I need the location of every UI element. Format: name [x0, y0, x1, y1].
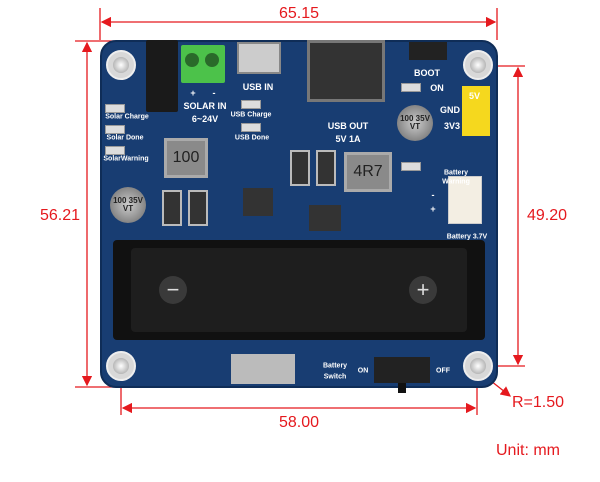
pin-header — [462, 86, 490, 136]
label-usb-out: USB OUT — [327, 121, 369, 131]
label-solar-voltage: 6~24V — [191, 114, 219, 124]
label-solar-warning: SolarWarning — [103, 155, 149, 163]
led — [105, 125, 125, 134]
label-solar-charge: Solar Charge — [105, 113, 149, 121]
inductor: 100 — [164, 138, 208, 178]
solar-terminal-block — [181, 45, 225, 83]
label-usb-out-rating: 5V 1A — [335, 134, 361, 144]
label-battery-switch: Battery — [322, 362, 348, 370]
battery-level-leds — [231, 354, 295, 384]
hole-spacing-vertical: 49.20 — [526, 207, 568, 224]
height-dimension: 56.21 — [39, 207, 81, 224]
corner-radius: R=1.50 — [511, 394, 565, 411]
battery-switch — [374, 357, 430, 383]
capacitor: 100 35V VT — [397, 105, 433, 141]
led — [105, 104, 125, 113]
hole-spacing-horizontal: 58.00 — [278, 414, 320, 431]
usb-out-port — [307, 40, 385, 102]
label-usb-charge: USB Charge — [230, 111, 272, 119]
label-3v3: 3V3 — [443, 121, 460, 131]
label-battery-plus: + — [430, 204, 436, 214]
inductor: 4R7 — [344, 152, 392, 192]
diode — [162, 190, 182, 226]
label-usb-done: USB Done — [234, 134, 270, 142]
capacitor: 100 35V VT — [110, 187, 146, 223]
label-solar-in: SOLAR IN — [183, 101, 227, 111]
ic-chip — [309, 205, 341, 231]
boot-button — [409, 42, 447, 60]
ic-chip — [243, 188, 273, 216]
label-battery-minus: - — [431, 190, 435, 200]
label-switch-off: OFF — [436, 367, 450, 375]
led — [401, 162, 421, 171]
holder-minus: − — [159, 276, 187, 304]
mounting-hole — [106, 351, 136, 381]
diode — [316, 150, 336, 186]
led — [401, 83, 421, 92]
label-plus: + — [190, 88, 196, 98]
label-battery-warning: Warning — [442, 178, 470, 186]
holder-plus: + — [409, 276, 437, 304]
label-switch-on: ON — [357, 367, 369, 375]
dc-jack — [146, 40, 178, 112]
battery-connector — [448, 176, 482, 224]
label-battery-warning: Battery — [443, 169, 469, 177]
label-battery-switch: Switch — [323, 373, 347, 381]
label-battery-voltage: Battery 3.7V — [446, 233, 488, 241]
unit-label: Unit: mm — [496, 442, 560, 459]
label-minus: - — [212, 88, 216, 98]
label-5v: 5V — [468, 91, 480, 101]
led — [241, 123, 261, 132]
label-gnd: GND — [440, 105, 460, 115]
label-solar-done: Solar Done — [106, 134, 144, 142]
diode — [290, 150, 310, 186]
mounting-hole — [463, 351, 493, 381]
battery-holder: − + — [113, 240, 485, 340]
label-on: ON — [430, 83, 444, 93]
switch-lever — [398, 383, 406, 393]
diode — [188, 190, 208, 226]
led — [241, 100, 261, 109]
led — [105, 146, 125, 155]
usb-in-port — [237, 42, 281, 74]
mounting-hole — [106, 50, 136, 80]
label-usb-in: USB IN — [242, 82, 274, 92]
mounting-hole — [463, 50, 493, 80]
label-boot: BOOT — [414, 68, 440, 78]
width-dimension: 65.15 — [278, 5, 320, 22]
